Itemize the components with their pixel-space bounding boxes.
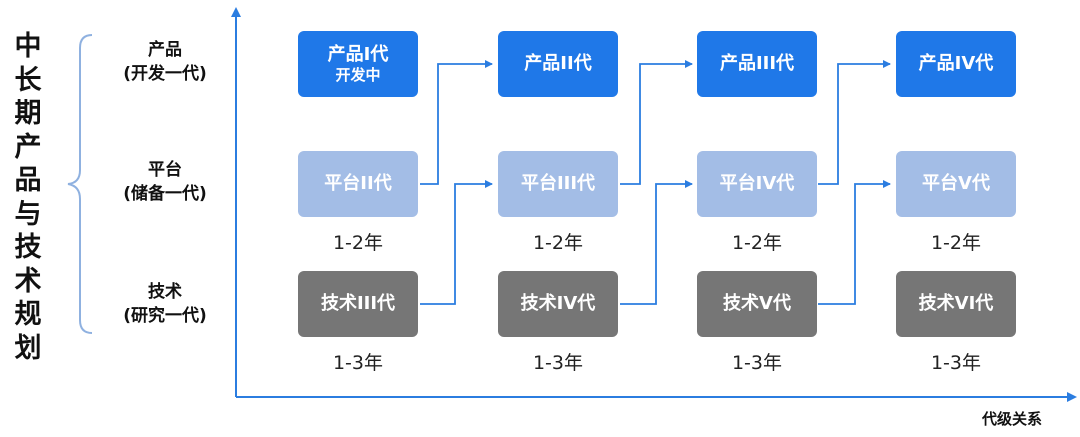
platform-box-3: 平台IV代 (697, 151, 817, 217)
box-label: 平台V代 (922, 173, 990, 194)
vertical-title-char: 中 (14, 31, 42, 62)
row-label-subtitle: (开发一代) (123, 64, 207, 84)
box-label: 产品III代 (719, 53, 795, 74)
box-status: 开发中 (335, 66, 381, 84)
vertical-title-char: 技 (14, 232, 42, 263)
platform-box-2: 平台III代 (498, 151, 618, 217)
platform-box-4: 平台V代 (896, 151, 1016, 217)
box-label: 产品IV代 (918, 53, 994, 74)
row-label-subtitle: (储备一代) (123, 184, 207, 204)
product-box-3: 产品III代 (697, 31, 817, 97)
connector-tech4-plat4 (620, 180, 693, 305)
vertical-title-char: 划 (14, 332, 42, 364)
left-brace (67, 34, 93, 334)
product-box-1: 产品I代 开发中 (298, 31, 418, 97)
box-label: 产品II代 (524, 53, 592, 74)
connector-plat4-prod4 (818, 60, 891, 185)
row-label-product: 产品 (开发一代) (90, 38, 240, 86)
box-label: 平台IV代 (719, 173, 795, 194)
connector-tech3-plat3 (420, 180, 493, 305)
row-label-platform: 平台 (储备一代) (90, 158, 240, 206)
connector-tech5-plat5 (818, 180, 891, 305)
vertical-title-char: 术 (14, 265, 42, 297)
x-axis-label: 代级关系 (982, 410, 1043, 428)
box-label: 产品I代 (327, 44, 389, 65)
box-label: 技术VI代 (918, 293, 994, 314)
platform-box-1: 平台II代 (298, 151, 418, 217)
platform-duration: 1-2年 (532, 232, 584, 254)
row-label-title: 技术 (148, 282, 182, 302)
vertical-title-char: 期 (14, 98, 42, 129)
tech-box-3: 技术V代 (697, 271, 817, 337)
box-label: 平台II代 (324, 173, 392, 194)
vertical-title-char: 产 (14, 131, 42, 163)
tech-duration: 1-3年 (332, 352, 384, 374)
row-label-title: 产品 (148, 40, 182, 60)
row-label-subtitle: (研究一代) (123, 306, 207, 326)
platform-duration: 1-2年 (930, 232, 982, 254)
vertical-title-char: 品 (14, 165, 42, 196)
box-label: 技术III代 (320, 293, 396, 314)
row-label-tech: 技术 (研究一代) (90, 280, 240, 328)
vertical-title-char: 规 (14, 299, 42, 330)
platform-duration: 1-2年 (332, 232, 384, 254)
box-label: 技术IV代 (520, 293, 596, 314)
tech-box-2: 技术IV代 (498, 271, 618, 337)
tech-box-4: 技术VI代 (896, 271, 1016, 337)
tech-duration: 1-3年 (532, 352, 584, 374)
vertical-title-char: 与 (14, 198, 42, 230)
row-label-title: 平台 (148, 160, 182, 180)
platform-duration: 1-2年 (731, 232, 783, 254)
vertical-title-char: 长 (14, 64, 42, 96)
connector-plat2-prod2 (420, 60, 493, 185)
tech-box-1: 技术III代 (298, 271, 418, 337)
box-label: 平台III代 (520, 173, 596, 194)
product-box-4: 产品IV代 (896, 31, 1016, 97)
vertical-title: 中 长 期 产 品 与 技 术 规 划 (8, 30, 48, 365)
connector-plat3-prod3 (620, 60, 693, 185)
box-label: 技术V代 (723, 293, 791, 314)
tech-duration: 1-3年 (930, 352, 982, 374)
tech-duration: 1-3年 (731, 352, 783, 374)
product-box-2: 产品II代 (498, 31, 618, 97)
